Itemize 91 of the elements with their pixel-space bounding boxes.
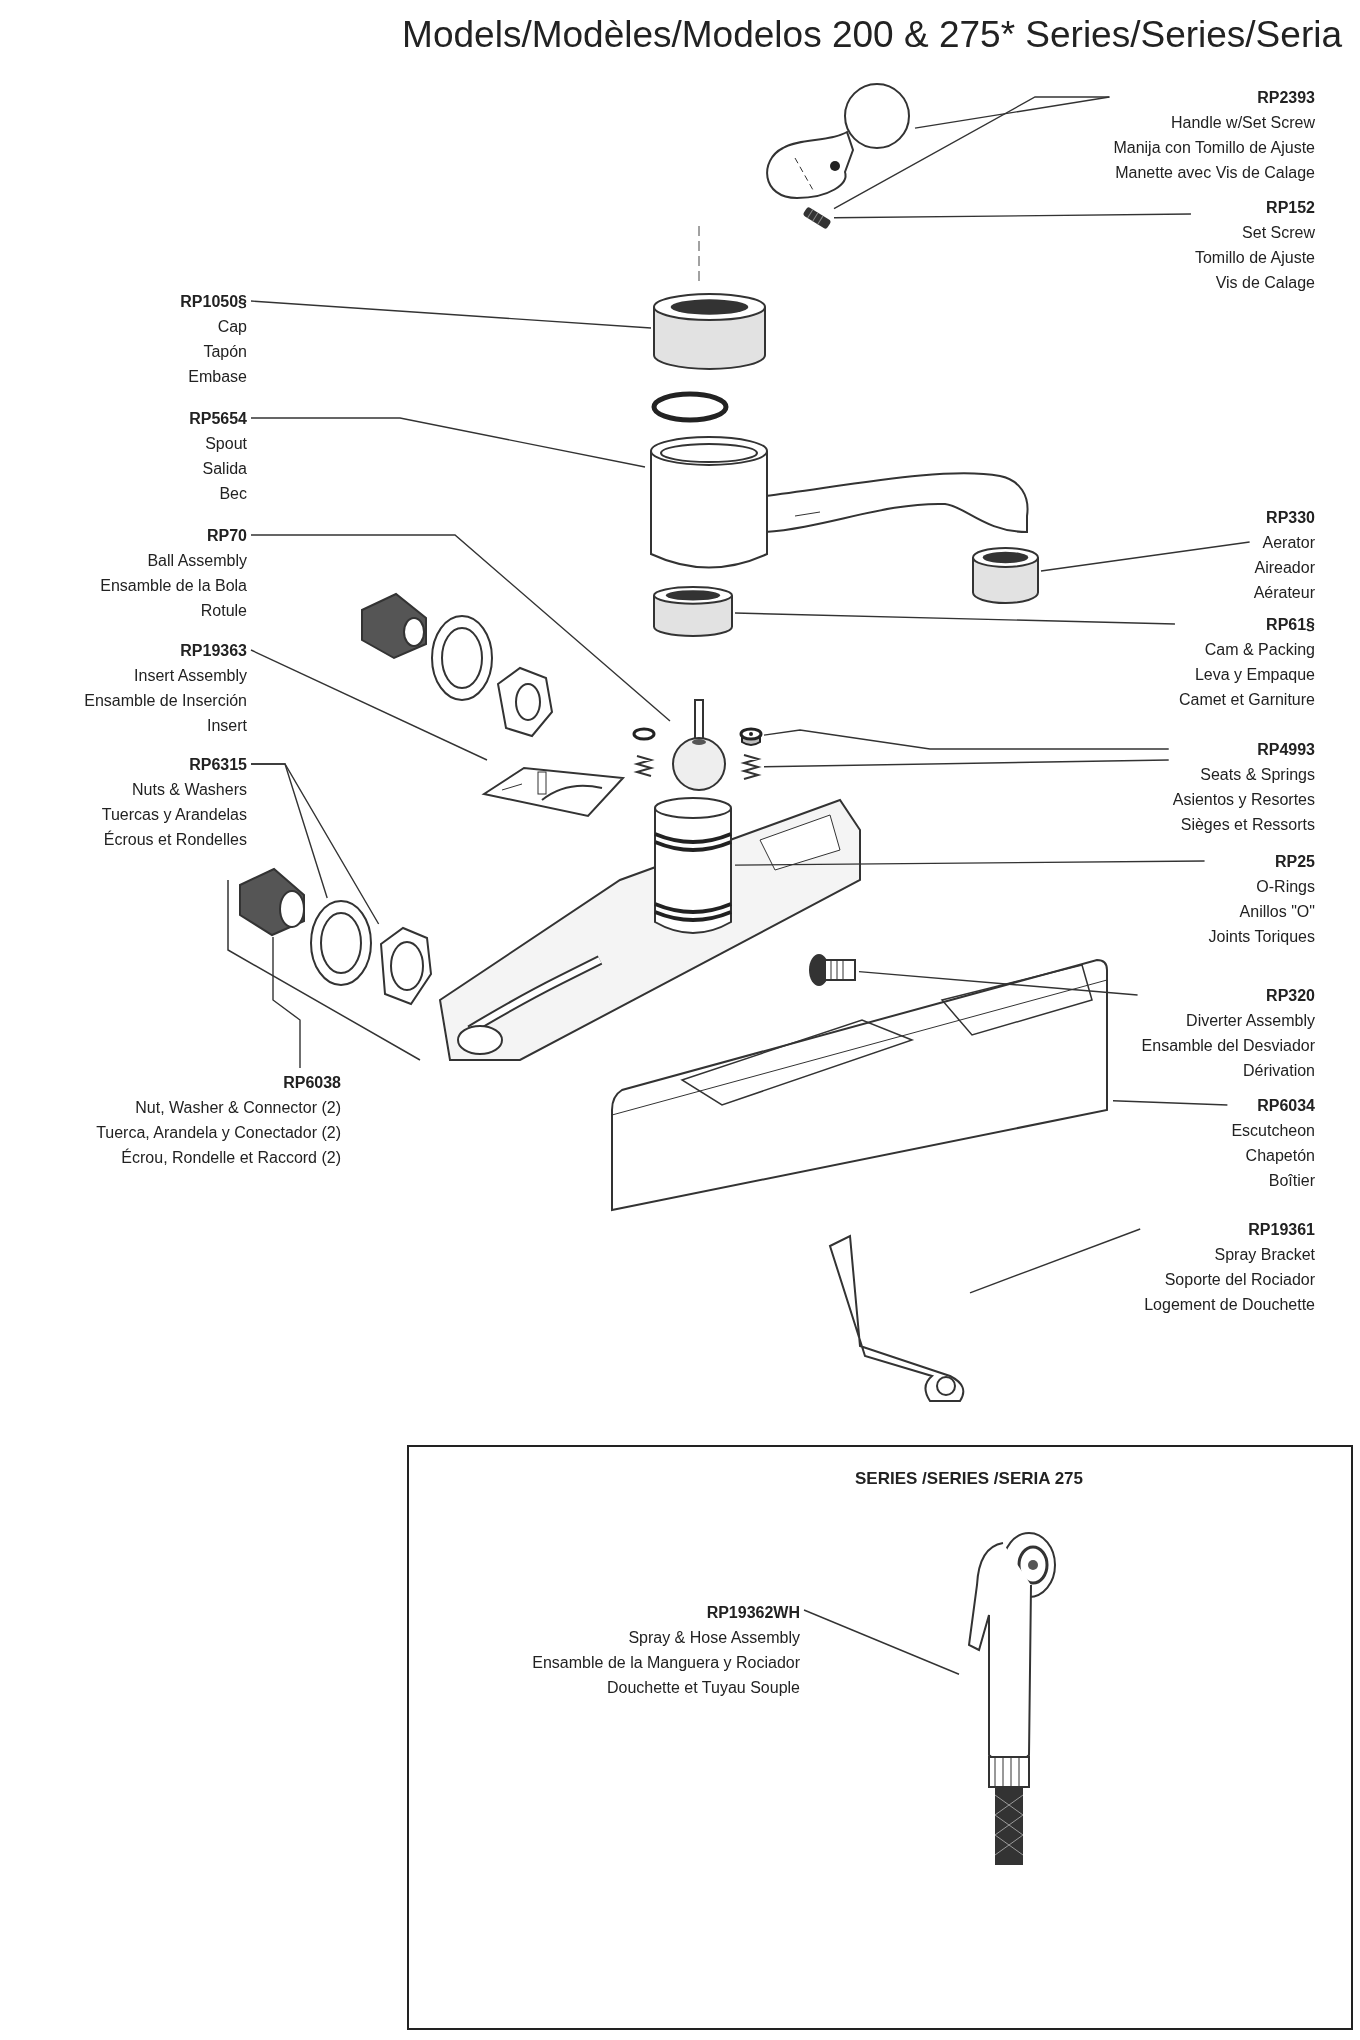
- base-plate-drawing: [440, 800, 860, 1062]
- part-number: RP70: [205, 526, 247, 546]
- part-description: Embase: [187, 367, 247, 387]
- leader-line: [734, 860, 1206, 866]
- part-description: Anillos "O": [1238, 902, 1315, 922]
- part-number: RP6034: [1256, 1096, 1315, 1116]
- part-description: Sièges et Ressorts: [1179, 815, 1315, 835]
- title: Models/Modèles/Modelos 200 & 275* Series/Series/Seria: [402, 14, 1342, 56]
- part-description: Manette avec Vis de Calage: [1114, 163, 1315, 183]
- leader-line: [250, 417, 646, 468]
- leader-line: [969, 1228, 1141, 1294]
- part-description: Écrous et Rondelles: [102, 829, 247, 850]
- leader-line: [734, 612, 1176, 625]
- part-description: Boîtier: [1267, 1171, 1315, 1191]
- part-description: Dérivation: [1241, 1061, 1315, 1081]
- part-description: Aerator: [1261, 533, 1315, 553]
- part-description: Douchette et Tuyau Souple: [605, 1678, 800, 1698]
- leader-line: [1112, 1100, 1229, 1106]
- part-number: RP6315: [188, 755, 247, 775]
- part-number: RP25: [1273, 852, 1315, 872]
- series-panel: [407, 1445, 1353, 2030]
- part-description: Tuercas y Arandelas: [101, 805, 247, 825]
- cam-drawing: [651, 586, 735, 638]
- part-number: RP6038: [282, 1073, 341, 1093]
- part-description: Spray & Hose Assembly: [627, 1628, 800, 1648]
- series-heading: SERIES /SERIES /SERIA 275: [855, 1469, 1083, 1489]
- ball-assembly-drawing: [670, 700, 728, 792]
- part-description: Insert: [206, 716, 247, 736]
- leader-line: [250, 763, 380, 925]
- part-description: Set Screw: [1241, 223, 1315, 243]
- part-description: Manija con Tomillo de Ajuste: [1113, 138, 1315, 158]
- leader-line: [858, 970, 1139, 996]
- part-description: Seats & Springs: [1199, 765, 1315, 785]
- part-description: Salida: [201, 459, 247, 479]
- part-description: Ensamble de Inserción: [84, 691, 247, 711]
- part-description: Nut, Washer & Connector (2): [134, 1098, 341, 1118]
- leader-line: [1040, 541, 1251, 572]
- part-number: RP1050§: [180, 292, 247, 312]
- part-number: RP320: [1265, 986, 1315, 1006]
- leader-line: [272, 936, 301, 1069]
- leader-line: [833, 96, 1111, 210]
- part-description: Nuts & Washers: [131, 780, 247, 800]
- part-description: Écrou, Rondelle et Raccord (2): [120, 1147, 341, 1168]
- part-description: Leva y Empaque: [1193, 665, 1315, 685]
- part-description: Cam & Packing: [1203, 640, 1315, 660]
- part-description: Soporte del Rociador: [1163, 1270, 1315, 1290]
- leader-line: [833, 213, 1192, 219]
- part-description: Handle w/Set Screw: [1169, 113, 1315, 133]
- part-description: Aérateur: [1253, 583, 1315, 603]
- part-description: Diverter Assembly: [1185, 1011, 1315, 1031]
- part-description: Asientos y Resortes: [1172, 790, 1315, 810]
- part-description: Chapetón: [1244, 1146, 1315, 1166]
- aerator-drawing: [970, 547, 1041, 605]
- leader-line: [763, 759, 1170, 768]
- part-description: Ensamble de la Bola: [100, 576, 247, 596]
- part-number: RP19363: [179, 641, 247, 661]
- part-description: Ensamble de la Manguera y Rociador: [532, 1653, 800, 1673]
- part-description: Tomillo de Ajuste: [1194, 248, 1315, 268]
- leader-line: [803, 1609, 960, 1675]
- cap-drawing: [651, 293, 768, 371]
- part-description: Camet et Garniture: [1178, 690, 1315, 710]
- part-description: Cap: [216, 317, 247, 337]
- leader-line: [763, 729, 1170, 750]
- part-description: O-Rings: [1255, 877, 1315, 897]
- part-description: Tuerca, Arandela y Conectador (2): [96, 1123, 341, 1143]
- part-number: RP330: [1265, 508, 1315, 528]
- part-description: Bec: [218, 484, 247, 504]
- leader-line: [250, 649, 488, 761]
- part-description: Spout: [204, 434, 247, 454]
- part-description: Spray Bracket: [1213, 1245, 1315, 1265]
- part-description: Tapón: [202, 342, 247, 362]
- part-number: RP19361: [1247, 1220, 1315, 1240]
- part-description: Aireador: [1253, 558, 1315, 578]
- leader-line: [250, 534, 671, 722]
- part-description: Joints Toriques: [1208, 927, 1315, 947]
- part-number: RP5654: [189, 409, 247, 429]
- part-number: RP2393: [1256, 88, 1315, 108]
- part-number: RP19362WH: [705, 1603, 800, 1623]
- cartridge-body-drawing: [651, 794, 735, 937]
- part-description: Rotule: [199, 601, 247, 621]
- part-description: Ball Assembly: [146, 551, 247, 571]
- part-description: Ensamble del Desviador: [1141, 1036, 1315, 1056]
- seat-drawing: [738, 726, 764, 748]
- part-number: RP61§: [1265, 615, 1315, 635]
- leader-line: [250, 300, 652, 329]
- part-description: Vis de Calage: [1214, 273, 1315, 293]
- part-description: Insert Assembly: [133, 666, 247, 686]
- part-number: RP4993: [1256, 740, 1315, 760]
- part-description: Escutcheon: [1231, 1121, 1315, 1141]
- part-number: RP152: [1265, 198, 1315, 218]
- part-description: Logement de Douchette: [1144, 1295, 1315, 1315]
